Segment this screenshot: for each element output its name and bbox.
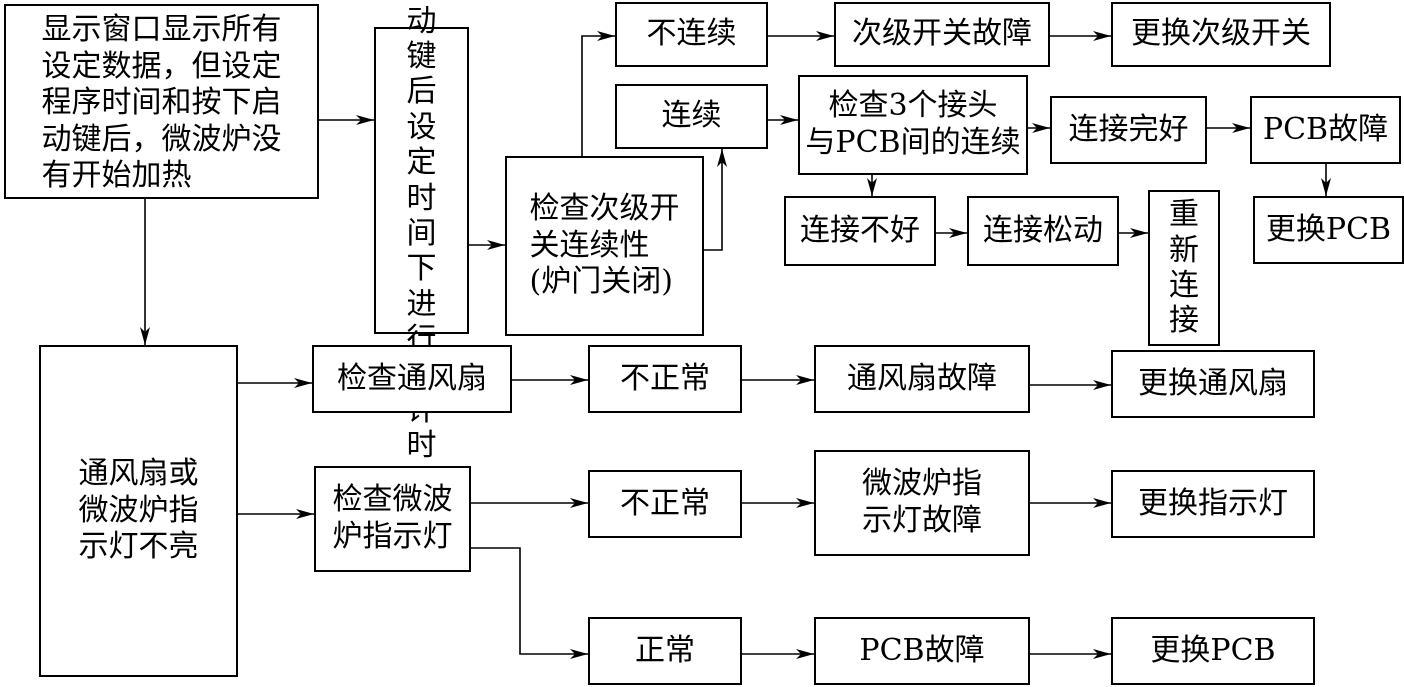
node-text: 更换次级开关 [1131,16,1311,52]
node-text: PCB故障 [859,632,985,668]
node-text: 连接不好 [800,212,920,248]
node-text: 通风扇故障 [847,360,997,396]
node-secondary-switch-fault: 次级开关故障 [834,2,1050,67]
node-replace-indicator-lamp: 更换指示灯 [1111,470,1315,538]
node-text: 检查3个接头 与PCB间的连续 [805,88,1021,160]
node-connection-loose: 连接松动 [967,196,1119,266]
node-pcb-fault-1: PCB故障 [1250,96,1401,164]
node-check-indicator-lamp: 检查微波 炉指示灯 [314,466,471,572]
node-text: 更换通风扇 [1138,365,1288,401]
node-normal: 正常 [588,617,742,685]
node-replace-pcb-2: 更换PCB [1111,617,1315,685]
node-text: 重 新 连 接 [1169,197,1199,339]
node-text: 正常 [635,632,695,668]
node-text: 更换PCB [1150,632,1276,668]
node-check-secondary-switch: 检查次级开 关连续性 (炉门关闭) [505,156,704,336]
node-pcb-fault-2: PCB故障 [814,617,1030,685]
node-check-connectors: 检查3个接头 与PCB间的连续 [798,75,1028,175]
node-reconnect: 重 新 连 接 [1148,190,1220,346]
node-text: 更换PCB [1265,211,1392,247]
node-start-symptom: 显示窗口显示所有 设定数据，但设定 程序时间和按下启 动键后，微波炉没 有开始加… [4,4,319,199]
node-abnormal-1: 不正常 [588,345,742,413]
node-abnormal-2: 不正常 [588,470,742,538]
edge-chkSec-nc1 [581,31,615,156]
node-text: 连续 [661,98,722,134]
node-text: 通风扇或 微波炉指 示灯不亮 [78,456,199,565]
node-text: PCB故障 [1262,111,1389,147]
node-text: 显示窗口显示所有 设定数据，但设定 程序时间和按下启 动键后，微波炉没 有开始加… [41,12,282,194]
node-text: 检查通风扇 [337,360,487,396]
node-press-start: 按 下 启 动 键 后 设 定 时 间 下 进 行 倒 计 时 [374,0,469,463]
node-text: 不正常 [620,485,710,521]
node-text: 更换指示灯 [1138,485,1288,521]
node-check-fan: 检查通风扇 [312,345,512,413]
node-fan-fault: 通风扇故障 [814,345,1030,413]
node-indicator-lamp-fault: 微波炉指 示灯故障 [814,450,1030,556]
node-replace-secondary-switch: 更换次级开关 [1111,2,1331,67]
node-text: 检查微波 炉指示灯 [332,482,453,554]
edge-chkLamp-normal [471,547,588,659]
node-continuous: 连续 [615,84,768,149]
node-vent-symptom: 通风扇或 微波炉指 示灯不亮 [39,345,238,677]
node-text: 连接完好 [1068,111,1189,147]
edge-chkSec-c1 [704,149,727,251]
node-text: 次级开关故障 [852,16,1032,52]
node-text: 不正常 [620,360,710,396]
node-connection-bad: 连接不好 [784,196,936,266]
node-discontinuous: 不连续 [615,2,768,67]
node-text: 连接松动 [983,212,1103,248]
node-replace-fan: 更换通风扇 [1111,350,1315,418]
node-text: 微波炉指 示灯故障 [862,466,982,538]
node-text: 不连续 [646,16,737,52]
node-text: 按 下 启 动 键 后 设 定 时 间 下 进 行 倒 计 时 [406,0,437,464]
node-replace-pcb-1: 更换PCB [1253,196,1404,264]
node-connection-ok: 连接完好 [1050,96,1207,164]
node-text: 检查次级开 关连续性 (炉门关闭) [529,191,680,300]
